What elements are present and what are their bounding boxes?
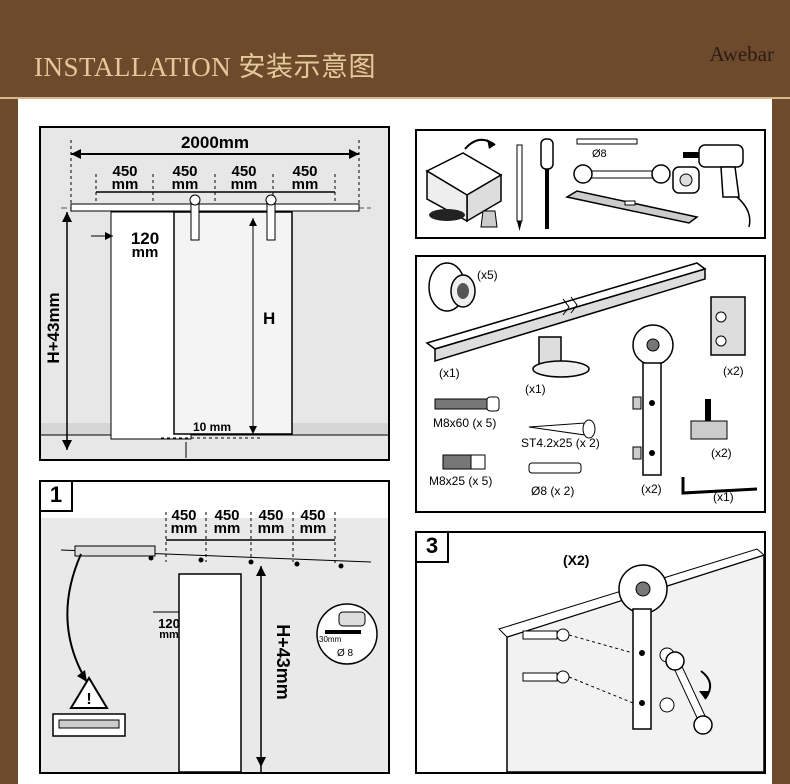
page-title: INSTALLATION 安装示意图 [34,52,377,82]
spacing-unit-4: mm [292,176,319,193]
guide-qty: (x1) [525,382,546,396]
spacing-unit-3: mm [231,176,258,193]
tape-measure-icon [672,166,700,194]
step-1-badge: 1 [39,480,73,512]
parts-diagram: (x5) (x1) (x1) (x2) [425,262,758,504]
step1-offset-label: 120 [158,616,180,631]
content-area: 2000mm 450 mm 450 mm 450 mm 450 mm [18,99,772,784]
step1-offset-unit: mm [159,629,179,641]
drill-bit-label: Ø8 [592,148,607,160]
step1-unit-2: mm [214,520,241,537]
short-bolt-icon [442,454,486,470]
step1-drill-dia: Ø 8 [337,648,354,659]
step1-unit-1: mm [171,520,198,537]
step-3-badge: 3 [415,531,449,563]
header-bar: INSTALLATION 安装示意图 Awebar [0,0,790,97]
right-frame [772,99,790,784]
wheel-qty: (x5) [477,268,498,282]
overview-diagram: 2000mm 450 mm 450 mm 450 mm 450 mm [41,128,388,459]
step3-panel: (X2) [415,531,766,774]
hex-key-icon [681,477,758,495]
offset-unit: mm [132,244,159,261]
drill-bit-icon: Ø8 [576,138,638,160]
hanger-icon [618,564,668,730]
step1-diagram: 450 mm 450 mm 450 mm 450 mm 120 mm H+43m… [41,507,388,773]
step1-height-label: H+43mm [273,624,293,700]
anchor-label: Ø8 (x 2) [531,484,574,498]
left-frame [0,99,18,784]
brand-name: Awebar [709,42,774,66]
spacer-icon [690,399,728,440]
overview-panel: 2000mm 450 mm 450 mm 450 mm 450 mm [39,126,390,461]
screw-icon [528,419,596,439]
bolt-short-label: M8x25 (x 5) [429,474,492,488]
toolbox-icon [425,138,503,228]
spacing-label-3: 450 [231,163,256,180]
rail-qty: (x1) [439,366,460,380]
rail-icon [425,262,707,363]
step3-qty: (X2) [563,552,589,568]
long-bolt-icon [434,396,500,412]
step1-panel: 450 mm 450 mm 450 mm 450 mm 120 mm H+43m… [39,480,390,774]
spacing-unit-2: mm [172,176,199,193]
svg-text:!: ! [86,691,91,708]
anchor-icon [528,462,582,474]
screw-label: ST4.2x25 (x 2) [521,436,600,450]
hanger-icon [632,324,674,476]
offset-label: 120 [131,229,159,248]
wrench-icon [573,164,671,184]
overview-height-label: H+43mm [44,292,63,363]
parts-panel: (x5) (x1) (x1) (x2) [415,255,766,513]
screwdriver-icon [540,138,554,229]
spacing-label-2: 450 [172,163,197,180]
floor-guide-icon [532,336,590,378]
header-divider [0,97,790,99]
bolt-long-label: M8x60 (x 5) [433,416,496,430]
warning-icon [69,676,109,709]
wrench-icon [665,651,713,735]
spirit-level-icon [564,190,699,224]
step1-unit-4: mm [300,520,327,537]
tools-panel: Ø8 [415,129,766,239]
total-width-label: 2000mm [181,133,249,152]
step1-spacing-3: 450 [258,507,283,524]
door-shape [173,211,293,435]
bolt-assembly [522,628,570,684]
step1-unit-3: mm [258,520,285,537]
stopper-qty: (x2) [723,364,744,378]
spacing-label-4: 450 [292,163,317,180]
hanger-qty: (x2) [641,482,662,496]
step1-spacing-1: 450 [171,507,196,524]
spacer-qty: (x2) [711,446,732,460]
stopper-icon [710,296,746,356]
spacing-unit-1: mm [112,176,139,193]
pencil-icon [516,144,523,231]
door-height-label: H [263,309,275,328]
step1-spacing-4: 450 [300,507,325,524]
step3-diagram: (X2) [498,548,766,773]
power-drill-icon [683,144,751,228]
step1-spacing-2: 450 [214,507,239,524]
floor-gap-label: 10 mm [193,420,231,434]
wheel-icon [428,262,476,312]
step1-drill-depth: 30mm [319,635,342,644]
drill-detail: 30mm Ø 8 [316,603,378,665]
tools-diagram: Ø8 [425,138,751,231]
spacing-label-1: 450 [112,163,137,180]
wrench-qty: (x1) [713,490,734,504]
